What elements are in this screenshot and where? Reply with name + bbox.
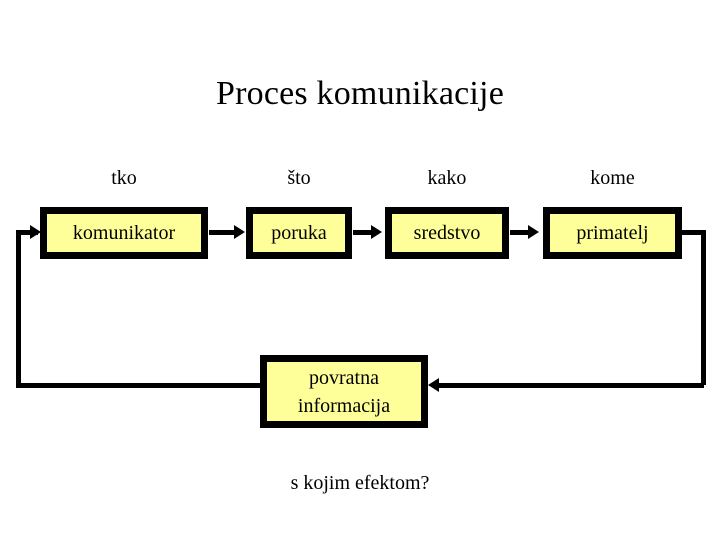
- node-sredstvo-label: sredstvo: [413, 221, 481, 244]
- node-komunikator-label: komunikator: [72, 221, 176, 244]
- page-title: Proces komunikacije: [215, 75, 504, 112]
- question-label-tko: tko: [111, 167, 137, 189]
- feedback-right-vertical-line: [701, 230, 706, 385]
- feedback-left-vertical-line: [16, 232, 21, 388]
- arrow-head-komunikator-poruka-icon: [234, 225, 245, 239]
- node-povratna-informacija[interactable]: povratna informacija: [260, 355, 428, 428]
- node-komunikator[interactable]: komunikator: [40, 207, 208, 259]
- question-label-kome: kome: [590, 167, 635, 189]
- node-primatelj[interactable]: primatelj: [543, 207, 682, 259]
- node-sredstvo[interactable]: sredstvo: [385, 207, 509, 259]
- slide-caption: s kojim efektom?: [290, 472, 430, 494]
- node-poruka-label: poruka: [271, 221, 327, 244]
- arrow-head-poruka-sredstvo-icon: [371, 225, 382, 239]
- question-label-kako: kako: [427, 167, 467, 189]
- feedback-bottom-left-line: [16, 383, 264, 388]
- node-povratna-informacija-line2: informacija: [297, 394, 391, 417]
- arrow-head-into-komunikator-icon: [30, 225, 41, 239]
- connector-poruka-sredstvo-line: [353, 230, 373, 235]
- arrow-head-sredstvo-primatelj-icon: [528, 225, 539, 239]
- node-poruka[interactable]: poruka: [246, 207, 352, 259]
- feedback-bottom-right-line: [436, 383, 704, 388]
- feedback-off-primatelj-line: [678, 230, 706, 235]
- arrow-head-into-feedback-icon: [428, 378, 439, 392]
- connector-sredstvo-primatelj-line: [510, 230, 530, 235]
- feedback-into-komunikator-line: [16, 230, 38, 235]
- question-label-sto: što: [287, 167, 311, 189]
- node-primatelj-label: primatelj: [576, 221, 649, 244]
- node-povratna-informacija-line1: povratna: [309, 366, 379, 389]
- connector-komunikator-poruka-line: [209, 230, 237, 235]
- node-povratna-informacija-text: povratna informacija: [267, 364, 421, 420]
